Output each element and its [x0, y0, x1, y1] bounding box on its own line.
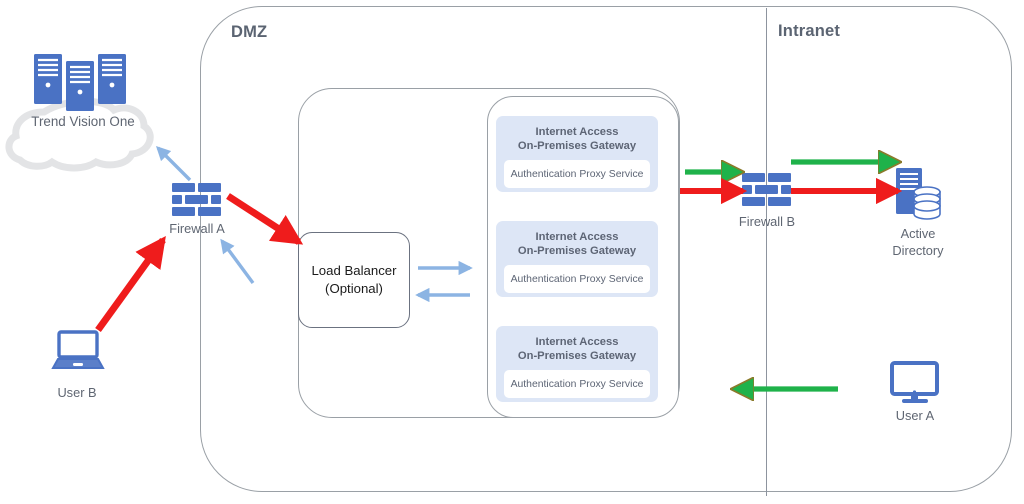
gateway-title-line2: On-Premises Gateway [517, 245, 637, 257]
flow-firewall-a-to-cloud [155, 145, 192, 182]
authentication-proxy-service: Authentication Proxy Service [504, 160, 650, 188]
cloud-label: Trend Vision One [31, 114, 135, 129]
load-balancer-label-line2: (Optional) [325, 281, 383, 296]
gateway-card: Internet Access On-Premises Gateway Auth… [496, 326, 658, 402]
gateway-title-line2: On-Premises Gateway [517, 350, 637, 362]
firewall-b-label: Firewall B [738, 214, 796, 229]
zone-label-intranet: Intranet [778, 22, 841, 40]
active-directory-label-line1: Active [900, 226, 936, 241]
gateway-title-line1: Internet Access [535, 336, 619, 348]
cloud-shape-icon [5, 97, 154, 172]
laptop-icon [51, 330, 105, 369]
gateway-title-line1: Internet Access [535, 126, 619, 138]
dmz-intranet-divider [766, 8, 767, 496]
trend-vision-one-cloud: Trend Vision One [4, 82, 162, 172]
load-balancer-box: Load Balancer (Optional) [298, 232, 410, 328]
user-a-label: User A [895, 408, 935, 423]
gateway-card: Internet Access On-Premises Gateway Auth… [496, 221, 658, 297]
authentication-proxy-service: Authentication Proxy Service [504, 265, 650, 293]
firewall-a-label: Firewall A [169, 221, 225, 236]
load-balancer-label-line1: Load Balancer [311, 263, 397, 278]
user-b-label: User B [57, 385, 97, 400]
outer-zone-boundary [200, 6, 1012, 492]
flow-user-b-to-firewall-a [95, 236, 166, 333]
zone-label-dmz: DMZ [231, 23, 268, 41]
gateway-title-line1: Internet Access [535, 231, 619, 243]
gateway-card: Internet Access On-Premises Gateway Auth… [496, 116, 658, 192]
authentication-proxy-service: Authentication Proxy Service [504, 370, 650, 398]
gateway-title-line2: On-Premises Gateway [517, 140, 637, 152]
active-directory-label-line2: Directory [892, 243, 944, 258]
